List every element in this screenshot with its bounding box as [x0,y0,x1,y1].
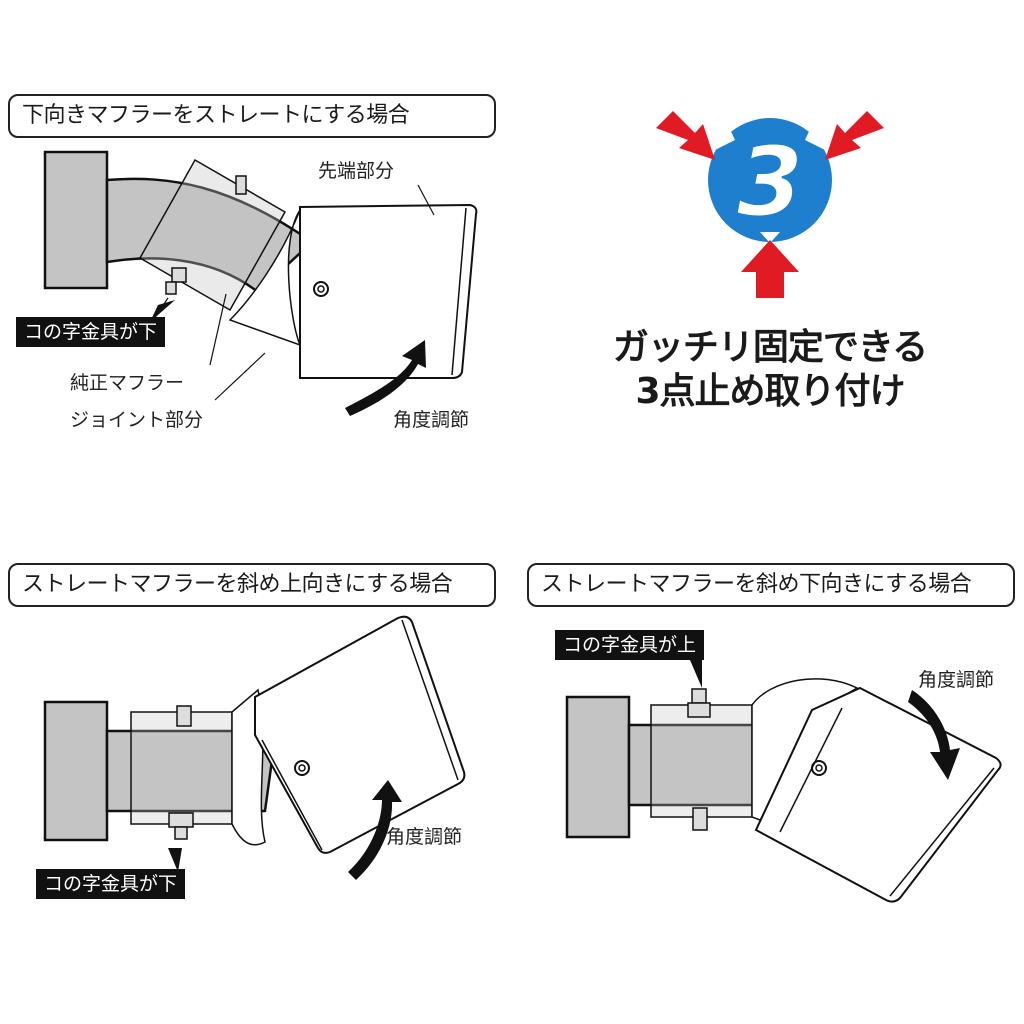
tip-part-label: 先端部分 [318,160,395,182]
three-point-badge: 3 [708,118,832,243]
angle-adjust-arrow-icon [908,690,960,780]
label-pointer [690,660,702,688]
bottom-left-muffler-diagram [43,615,466,854]
red-arrow-icons [656,111,884,298]
label-pointer [168,848,182,872]
bracket-down-label: コの字金具が下 [16,317,166,347]
bottom-right-muffler-diagram [565,678,1002,903]
top-left-panel-title: 下向きマフラーをストレートにする場合 [8,94,496,138]
angle-adjust-label: 角度調節 [386,826,463,848]
headline-line-2: 3点止め取り付け [635,371,905,412]
stock-muffler-label: 純正マフラー [70,372,185,394]
angle-adjust-label: 角度調節 [918,669,995,691]
bracket-down-label: コの字金具が下 [36,869,186,899]
joint-part-label: ジョイント部分 [70,409,204,431]
top-left-muffler-diagram [43,150,478,401]
label-pointer [150,300,175,322]
svg-text:3: 3 [737,126,804,238]
bracket-up-label: コの字金具が上 [555,630,705,660]
bottom-left-panel-title: ストレートマフラーを斜め上向きにする場合 [8,563,496,607]
angle-adjust-arrow-icon [348,780,402,880]
headline-line-1: ガッチリ固定できる [612,327,928,368]
angle-adjust-label: 角度調節 [393,409,470,431]
angle-adjust-arrow-icon [345,340,426,416]
bottom-right-panel-title: ストレートマフラーを斜め下向きにする場合 [527,563,1015,607]
